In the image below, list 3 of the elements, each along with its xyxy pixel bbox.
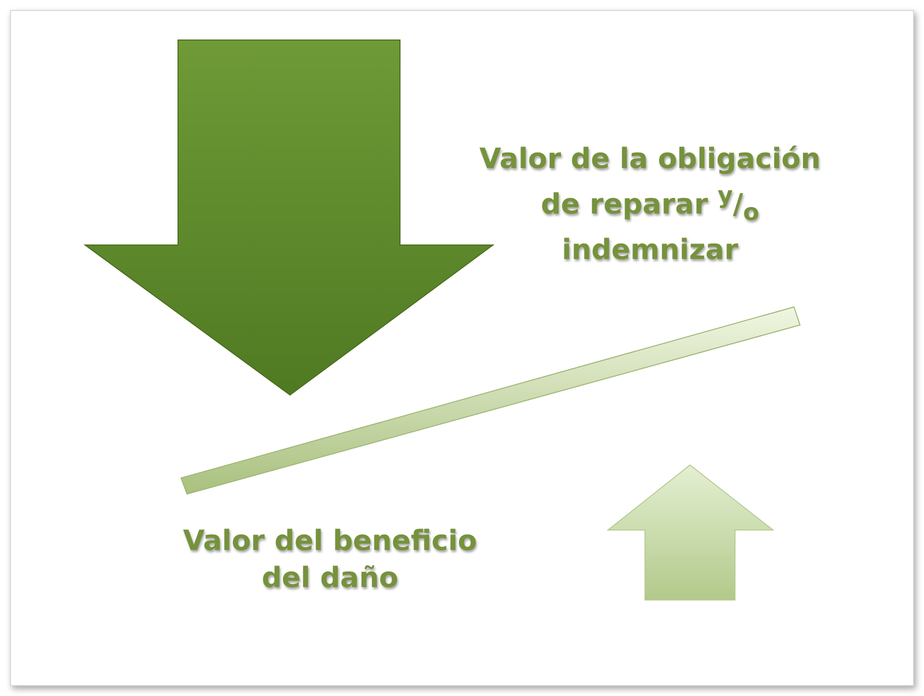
lever-bar [180,306,801,495]
label-text: Valor de la obligación de reparar $^{y}$/$_{o}$ indemnizar [478,141,822,268]
label-text: Valor del beneficio del daño [182,523,478,596]
